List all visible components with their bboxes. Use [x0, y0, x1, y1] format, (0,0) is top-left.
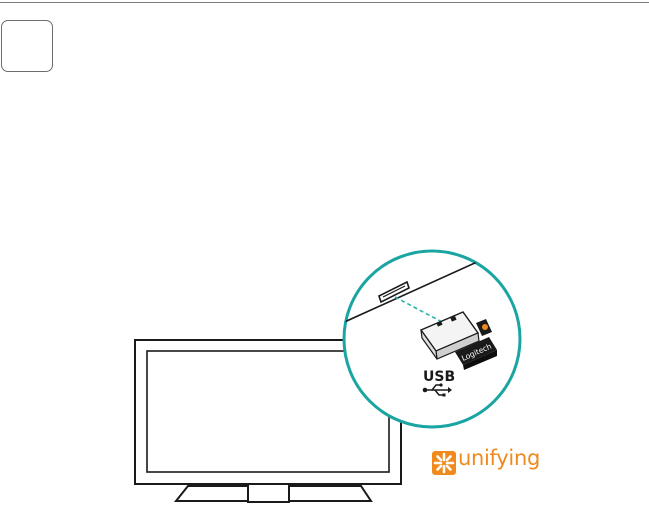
usb-port-callout: Logitech USB — [340, 238, 530, 427]
monitor-stand-neck — [248, 484, 289, 502]
unifying-logo-text: unifying — [458, 448, 540, 469]
usb-label: USB — [423, 369, 455, 385]
unifying-star-icon — [432, 451, 456, 475]
receiver-unifying-dot — [482, 324, 488, 330]
